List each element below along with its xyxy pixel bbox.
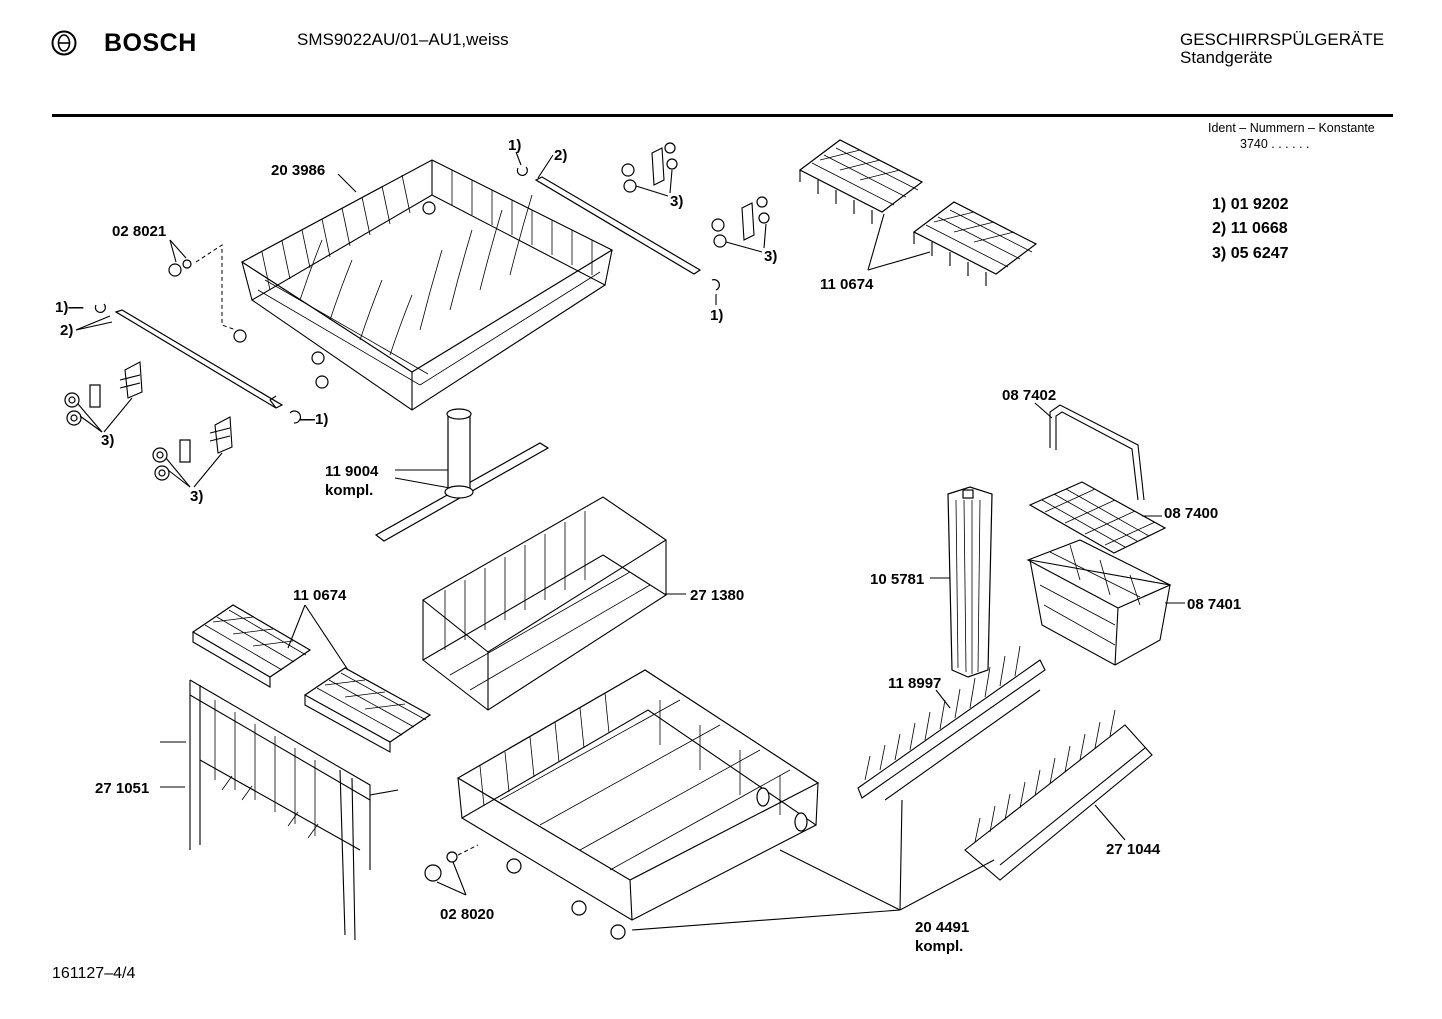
tine-row-upper-drawing (857, 645, 1046, 801)
upper-basket-drawing (233, 159, 614, 411)
cutlery-insert-drawing (947, 486, 993, 678)
part-label-110674-top: 11 0674 (820, 276, 874, 293)
category-title: GESCHIRRSPÜLGERÄTE (1180, 30, 1385, 49)
legend-key: 2) (1212, 220, 1227, 237)
ident-label: Ident – Nummern – Konstante (1208, 121, 1375, 135)
part-label-087401: 08 7401 (1187, 596, 1241, 613)
callout-3-left-upper: 3) (101, 432, 114, 449)
cup-rack-top-b (912, 201, 1038, 286)
roller-icon (424, 864, 442, 882)
cutlery-basket-drawing (1026, 539, 1172, 666)
part-label-110674-left: 11 0674 (293, 587, 347, 604)
part-label-204491-kompl: kompl. (915, 938, 963, 955)
part-label-204491: 20 4491 (915, 919, 969, 936)
part-label-271380: 27 1380 (690, 587, 744, 604)
legend-item-1: 1) 01 9202 (1212, 196, 1289, 214)
rail-left-drawing (114, 309, 284, 409)
brand-name: BOSCH (104, 29, 197, 57)
cutlery-rack-drawing (422, 496, 668, 711)
callout-1-rail-end: —1) (300, 411, 328, 428)
lower-basket-drawing (456, 669, 820, 940)
header-divider (52, 114, 1393, 117)
model-number: SMS9022AU/01–AU1,weiss (297, 30, 509, 49)
part-label-271044: 27 1044 (1106, 841, 1161, 858)
rail-right-drawing (534, 176, 702, 275)
callout-2-top: 2) (554, 147, 567, 164)
ident-value: 3740 . . . . . . (1240, 137, 1310, 151)
spray-arm-drawing (374, 408, 550, 542)
part-label-119004: 11 9004 (325, 463, 379, 480)
cup-rack-left-b (303, 667, 432, 753)
clip-icon (446, 851, 458, 863)
legend-value: 01 9202 (1230, 196, 1289, 213)
callout-2-left: 2) (60, 322, 73, 339)
legend-value: 05 6247 (1230, 245, 1289, 262)
tine-frame-drawing (160, 679, 399, 941)
category-subtitle: Standgeräte (1180, 48, 1273, 67)
roller-set-left-lower (152, 416, 233, 488)
part-label-087402: 08 7402 (1002, 387, 1056, 404)
part-label-271051: 27 1051 (95, 780, 149, 797)
callout-3-top-b: 3) (764, 248, 777, 265)
callout-3-top-a: 3) (670, 193, 683, 210)
part-label-105781: 10 5781 (870, 571, 924, 588)
bosch-logo-icon (51, 30, 77, 56)
part-label-118997: 11 8997 (888, 675, 941, 692)
part-label-119004-kompl: kompl. (325, 482, 373, 499)
roller-set-top-b (711, 196, 770, 253)
screw-icon (168, 263, 182, 277)
legend-key: 1) (1212, 196, 1227, 213)
callout-3-left-lower: 3) (190, 488, 203, 505)
drawing-number: 161127–4/4 (52, 965, 136, 982)
legend-key: 3) (1212, 245, 1227, 262)
part-label-028020: 02 8020 (440, 906, 494, 923)
part-label-087400: 08 7400 (1164, 505, 1218, 522)
basket-lid-drawing (1028, 481, 1167, 554)
cup-rack-left-a (191, 604, 312, 688)
roller-set-left-upper (64, 361, 143, 433)
legend-value: 11 0668 (1230, 220, 1288, 237)
clip-icon (182, 259, 192, 269)
basket-handle-drawing (1049, 404, 1145, 501)
callout-1-left: 1)— (55, 299, 83, 316)
callout-1-right: 1) (710, 307, 723, 324)
cup-rack-top-a (798, 139, 924, 224)
part-label-203986: 20 3986 (271, 162, 325, 179)
tine-row-lower-drawing (964, 709, 1153, 881)
legend-item-3: 3) 05 6247 (1212, 245, 1289, 263)
legend-item-2: 2) 11 0668 (1212, 220, 1288, 238)
part-label-028021: 02 8021 (112, 223, 166, 240)
roller-set-top-a (621, 142, 678, 197)
callout-1-top: 1) (508, 137, 521, 154)
